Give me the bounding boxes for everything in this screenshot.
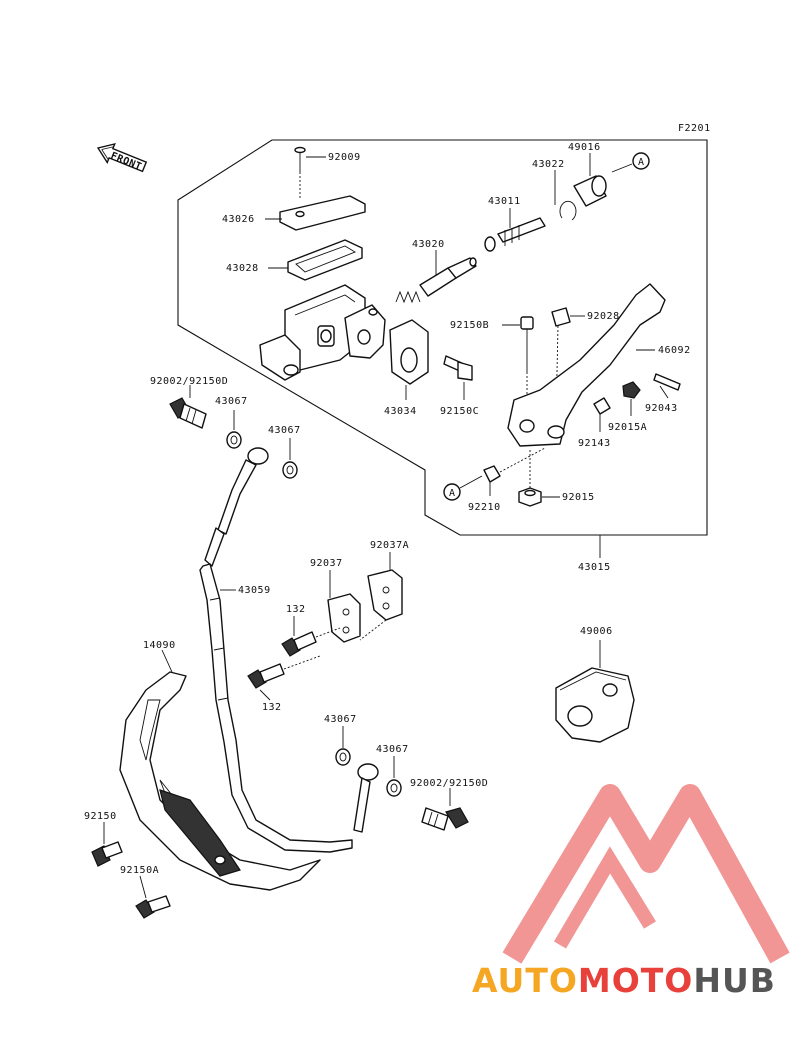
label-92143: 92143 xyxy=(578,438,611,449)
nut-92210 xyxy=(483,447,546,483)
banjo-bolt-top xyxy=(169,397,207,429)
diaphragm-43028 xyxy=(287,239,363,281)
hose-43059 xyxy=(199,447,353,853)
ref-code: F2201 xyxy=(678,123,711,134)
label-46092: 46092 xyxy=(658,345,691,356)
circlip-43022 xyxy=(559,200,577,221)
washer-43067-b xyxy=(282,461,298,479)
label-43028: 43028 xyxy=(226,263,259,274)
label-43067-d: 43067 xyxy=(376,744,409,755)
label-49006: 49006 xyxy=(580,626,613,637)
label-43067-a: 43067 xyxy=(215,396,248,407)
boot-49016 xyxy=(573,175,607,207)
adjuster-92143 xyxy=(593,397,611,415)
washer-43067-d xyxy=(386,779,402,797)
logo-text: AUTOMOTOHUB xyxy=(472,961,776,1000)
banjo-fitting-bottom xyxy=(353,763,379,833)
assembly-frame xyxy=(177,139,708,536)
ref-a-top: A xyxy=(638,157,645,168)
piston-43020 xyxy=(395,257,477,304)
label-14090: 14090 xyxy=(143,640,176,651)
bolt-92150a xyxy=(135,895,171,919)
screw-92009 xyxy=(294,146,306,200)
label-92002-top: 92002/92150D xyxy=(150,376,228,387)
label-92150: 92150 xyxy=(84,811,117,822)
label-92028: 92028 xyxy=(587,311,620,322)
lever-46092 xyxy=(507,283,666,447)
ref-a-bottom: A xyxy=(449,488,456,499)
washer-43067-a xyxy=(226,431,242,449)
banjo-bolt-bottom xyxy=(421,807,469,831)
bolt-132-b xyxy=(247,655,321,689)
bolt-92150c xyxy=(443,355,473,381)
pin-92043 xyxy=(653,373,681,391)
label-43026: 43026 xyxy=(222,214,255,225)
label-92210: 92210 xyxy=(468,502,501,513)
label-92037: 92037 xyxy=(310,558,343,569)
bolt-132-a xyxy=(281,627,341,657)
pushrod-43011 xyxy=(484,217,546,252)
label-43067-c: 43067 xyxy=(324,714,357,725)
label-92150B: 92150B xyxy=(450,320,489,331)
label-43067-b: 43067 xyxy=(268,425,301,436)
label-43034: 43034 xyxy=(384,406,417,417)
clamp-92037a xyxy=(359,569,403,641)
front-arrow-icon xyxy=(96,142,148,173)
bolt-92150 xyxy=(91,841,123,867)
label-92150A: 92150A xyxy=(120,865,159,876)
nut-92015a xyxy=(622,381,641,399)
label-43020: 43020 xyxy=(412,239,445,250)
cover-49006 xyxy=(555,667,635,743)
guard-14090 xyxy=(119,671,321,891)
ref-circle-a-top xyxy=(632,152,650,170)
label-43015: 43015 xyxy=(578,562,611,573)
ref-circle-a-bottom xyxy=(443,483,461,501)
label-43011: 43011 xyxy=(488,196,521,207)
label-92002-bottom: 92002/92150D xyxy=(410,778,488,789)
label-132-b: 132 xyxy=(262,702,282,713)
label-92037A: 92037A xyxy=(370,540,409,551)
master-cylinder-body xyxy=(259,284,386,381)
label-49016: 49016 xyxy=(568,142,601,153)
label-92043: 92043 xyxy=(645,403,678,414)
label-43022: 43022 xyxy=(532,159,565,170)
label-132-a: 132 xyxy=(286,604,306,615)
label-92150C: 92150C xyxy=(440,406,479,417)
label-92015: 92015 xyxy=(562,492,595,503)
label-92015A: 92015A xyxy=(608,422,647,433)
label-92009: 92009 xyxy=(328,152,361,163)
automotohub-logo xyxy=(502,784,790,964)
clamp-43034 xyxy=(389,319,429,385)
washer-43067-c xyxy=(335,748,351,766)
cap-43026 xyxy=(279,195,366,231)
nut-92015 xyxy=(518,450,542,507)
clamp-92037 xyxy=(327,593,361,643)
label-43059: 43059 xyxy=(238,585,271,596)
